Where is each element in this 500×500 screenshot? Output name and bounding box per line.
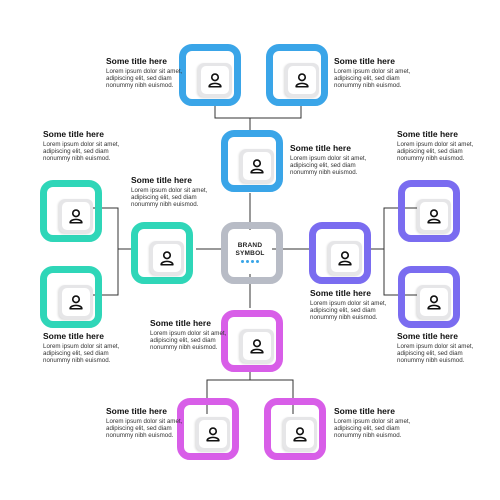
label-title: Some title here [397, 331, 458, 341]
person-icon [293, 427, 307, 442]
node-purple-top [398, 180, 460, 242]
person-icon [160, 251, 174, 266]
label-title: Some title here [334, 56, 395, 66]
label-title: Some title here [150, 318, 211, 328]
label-teal-top: Some title here Lorem ipsum dolor sit am… [43, 129, 123, 163]
node-purple-center [309, 222, 371, 284]
node-purple-bottom [398, 266, 460, 328]
brand-dots [241, 259, 259, 263]
label-description: Lorem ipsum dolor sit amet, adipiscing e… [334, 68, 411, 90]
label-bottom-left: Some title here Lorem ipsum dolor sit am… [106, 406, 186, 440]
label-title: Some title here [43, 331, 104, 341]
label-description: Lorem ipsum dolor sit amet, adipiscing e… [106, 418, 183, 440]
node-blue-center [221, 130, 283, 192]
node-teal-bottom [40, 266, 102, 328]
label-description: Lorem ipsum dolor sit amet, adipiscing e… [290, 155, 367, 177]
person-icon [427, 209, 441, 224]
label-bottom-right: Some title here Lorem ipsum dolor sit am… [334, 406, 414, 440]
label-description: Lorem ipsum dolor sit amet, adipiscing e… [43, 343, 120, 365]
person-icon [208, 73, 222, 88]
person-icon [295, 73, 309, 88]
label-title: Some title here [397, 129, 458, 139]
node-magenta-bottom-right [264, 398, 326, 460]
label-title: Some title here [310, 288, 371, 298]
person-icon [250, 339, 264, 354]
label-purple-center: Some title here Lorem ipsum dolor sit am… [310, 288, 390, 322]
brand-node [221, 222, 283, 284]
person-icon [69, 295, 83, 310]
label-description: Lorem ipsum dolor sit amet, adipiscing e… [131, 187, 208, 209]
node-teal-center [131, 222, 193, 284]
label-magenta-center: Some title here Lorem ipsum dolor sit am… [150, 318, 230, 352]
label-description: Lorem ipsum dolor sit amet, adipiscing e… [397, 141, 474, 163]
label-description: Lorem ipsum dolor sit amet, adipiscing e… [43, 141, 120, 163]
label-title: Some title here [43, 129, 104, 139]
label-title: Some title here [106, 406, 167, 416]
label-purple-bottom: Some title here Lorem ipsum dolor sit am… [397, 331, 477, 365]
person-icon [427, 295, 441, 310]
label-title: Some title here [334, 406, 395, 416]
label-description: Lorem ipsum dolor sit amet, adipiscing e… [334, 418, 411, 440]
label-teal-bottom: Some title here Lorem ipsum dolor sit am… [43, 331, 123, 365]
brand-symbol: BRAND SYMBOL [228, 230, 272, 274]
person-icon [250, 159, 264, 174]
label-description: Lorem ipsum dolor sit amet, adipiscing e… [106, 68, 183, 90]
label-teal-center: Some title here Lorem ipsum dolor sit am… [131, 175, 211, 209]
person-icon [69, 209, 83, 224]
person-icon [338, 251, 352, 266]
label-title: Some title here [106, 56, 167, 66]
label-purple-top: Some title here Lorem ipsum dolor sit am… [397, 129, 477, 163]
node-magenta-bottom-left [177, 398, 239, 460]
label-description: Lorem ipsum dolor sit amet, adipiscing e… [397, 343, 474, 365]
label-description: Lorem ipsum dolor sit amet, adipiscing e… [150, 330, 227, 352]
node-blue-top-right [266, 44, 328, 106]
label-title: Some title here [290, 143, 351, 153]
label-top-right: Some title here Lorem ipsum dolor sit am… [334, 56, 414, 90]
brand-line-1: BRAND [237, 241, 263, 249]
node-teal-top [40, 180, 102, 242]
label-description: Lorem ipsum dolor sit amet, adipiscing e… [310, 300, 387, 322]
brand-line-2: SYMBOL [235, 249, 265, 257]
node-magenta-center [221, 310, 283, 372]
person-icon [206, 427, 220, 442]
label-blue-center: Some title here Lorem ipsum dolor sit am… [290, 143, 370, 177]
node-blue-top-left [179, 44, 241, 106]
label-top-left: Some title here Lorem ipsum dolor sit am… [106, 56, 186, 90]
label-title: Some title here [131, 175, 192, 185]
